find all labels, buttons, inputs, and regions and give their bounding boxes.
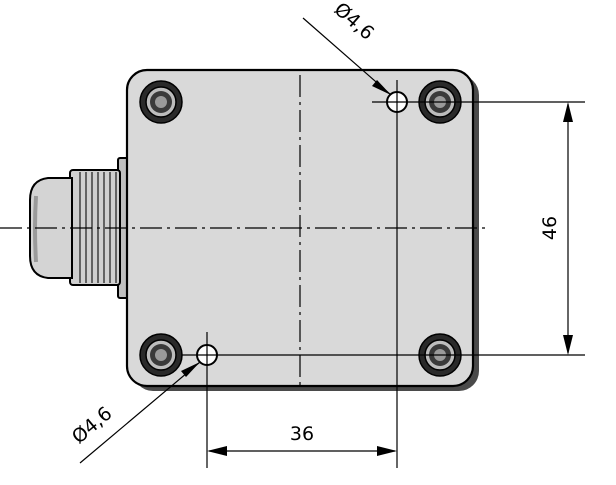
gland-dome-shade [33, 195, 38, 263]
center-lines [0, 75, 486, 388]
extension-lines [182, 80, 585, 468]
dimension-horizontal: 36 [207, 423, 397, 456]
screw-top-left [139, 80, 183, 124]
top-hole-diameter-label: Ø4,6 [330, 0, 379, 45]
vertical-dimension-label: 46 [539, 216, 561, 240]
dimension-vertical: 46 [539, 102, 573, 355]
corner-screws [139, 80, 462, 377]
bottom-hole-diameter-label: Ø4,6 [68, 402, 117, 448]
horizontal-dimension-label: 36 [290, 423, 314, 445]
screw-bottom-left [139, 333, 183, 377]
